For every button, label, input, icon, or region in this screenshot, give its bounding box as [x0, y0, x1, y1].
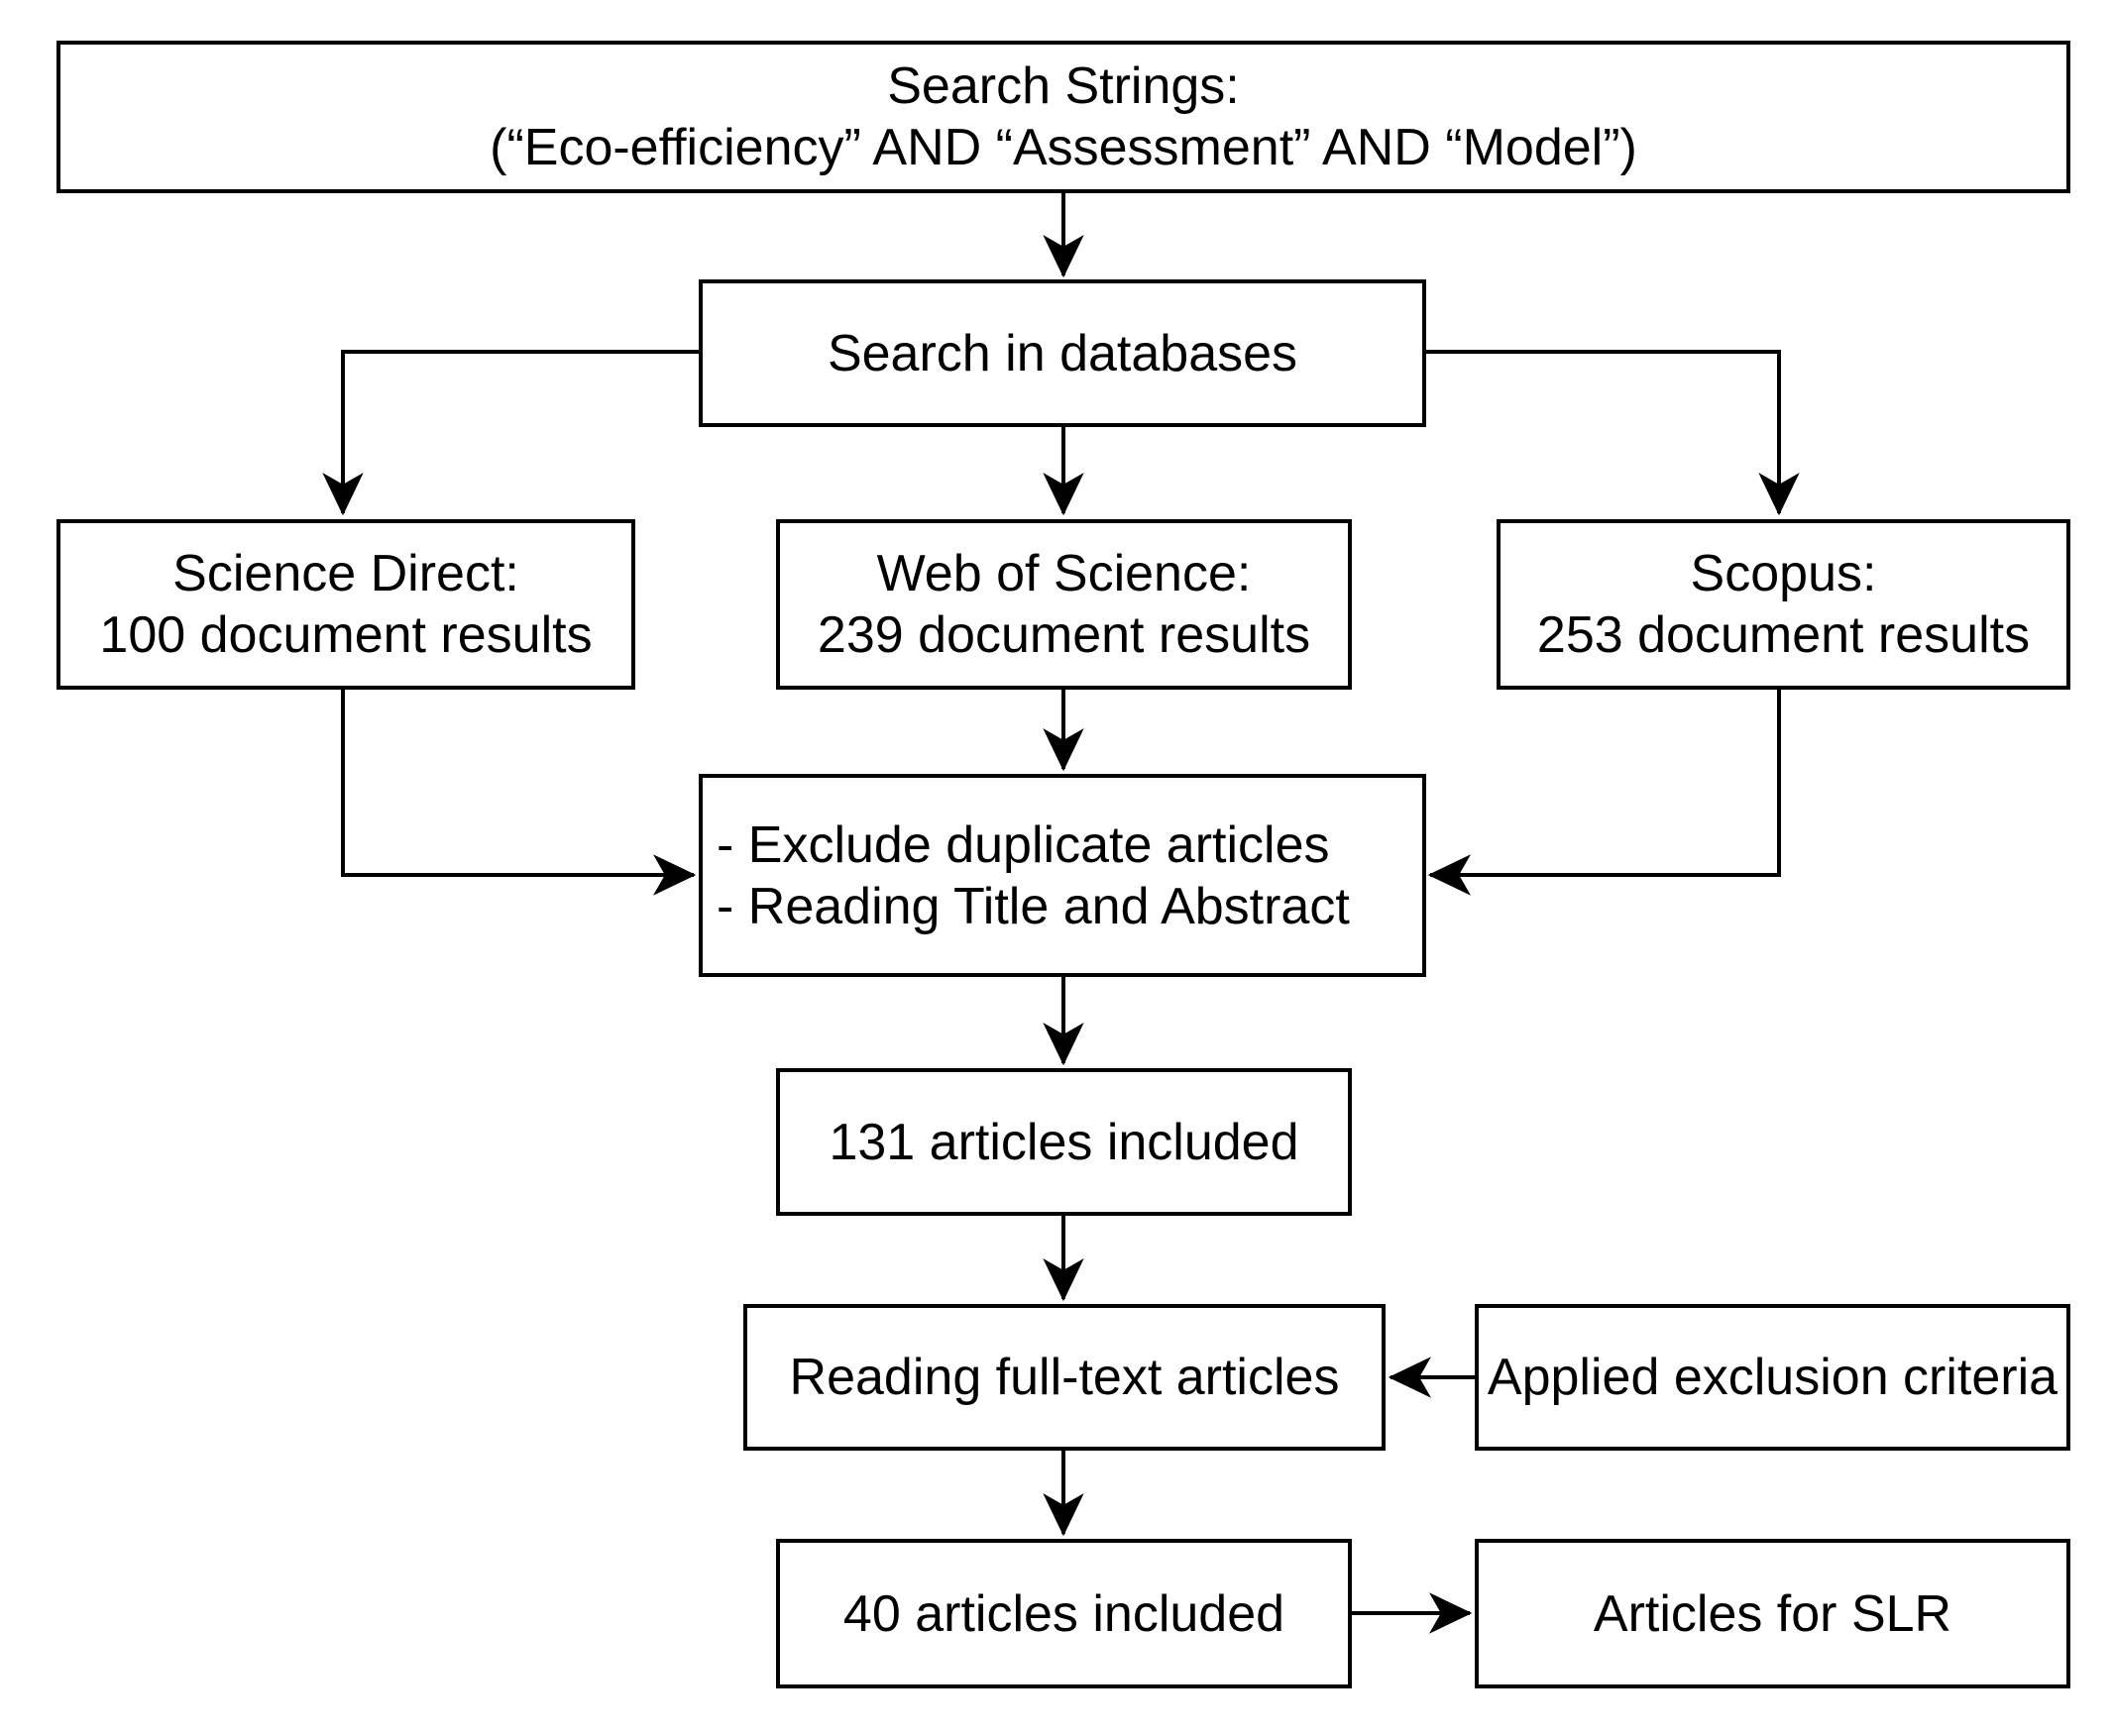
search-strings-query: (“Eco-efficiency” AND “Assessment” AND “…: [490, 119, 1637, 176]
articles-131-label: 131 articles included: [829, 1113, 1299, 1171]
arrow-databases-to-sciencedirect-icon: [322, 350, 699, 516]
web-of-science-count: 239 document results: [817, 606, 1311, 664]
node-science-direct: Science Direct: 100 document results: [56, 519, 635, 690]
science-direct-count: 100 document results: [99, 606, 593, 664]
screening-step-2: - Reading Title and Abstract: [717, 877, 1350, 935]
node-applied-exclusion-criteria: Applied exclusion criteria: [1475, 1304, 2070, 1451]
science-direct-name: Science Direct:: [172, 545, 519, 602]
node-web-of-science: Web of Science: 239 document results: [776, 519, 1352, 690]
reading-full-text-label: Reading full-text articles: [789, 1349, 1340, 1406]
articles-for-slr-label: Articles for SLR: [1593, 1584, 1952, 1643]
scopus-count: 253 document results: [1536, 606, 2031, 664]
node-search-strings: Search Strings: (“Eco-efficiency” AND “A…: [56, 41, 2070, 193]
scopus-name: Scopus:: [1690, 545, 1877, 602]
node-screening: - Exclude duplicate articles - Reading T…: [699, 774, 1426, 977]
web-of-science-name: Web of Science:: [876, 545, 1252, 602]
node-scopus: Scopus: 253 document results: [1497, 519, 2070, 690]
screening-step-1: - Exclude duplicate articles: [717, 815, 1330, 874]
node-reading-full-text: Reading full-text articles: [743, 1304, 1386, 1451]
node-40-articles-included: 40 articles included: [776, 1539, 1352, 1688]
node-articles-for-slr: Articles for SLR: [1475, 1539, 2070, 1688]
arrow-scopus-to-screening-icon: [1427, 689, 1781, 896]
node-search-in-databases: Search in databases: [699, 279, 1426, 427]
search-strings-title: Search Strings:: [887, 57, 1240, 115]
arrow-sciencedirect-to-screening-icon: [341, 689, 697, 896]
arrow-databases-to-scopus-icon: [1425, 350, 1800, 516]
search-in-databases-label: Search in databases: [827, 324, 1298, 382]
node-131-articles-included: 131 articles included: [776, 1068, 1352, 1216]
articles-40-label: 40 articles included: [842, 1584, 1285, 1643]
applied-exclusion-criteria-label: Applied exclusion criteria: [1487, 1349, 2058, 1406]
